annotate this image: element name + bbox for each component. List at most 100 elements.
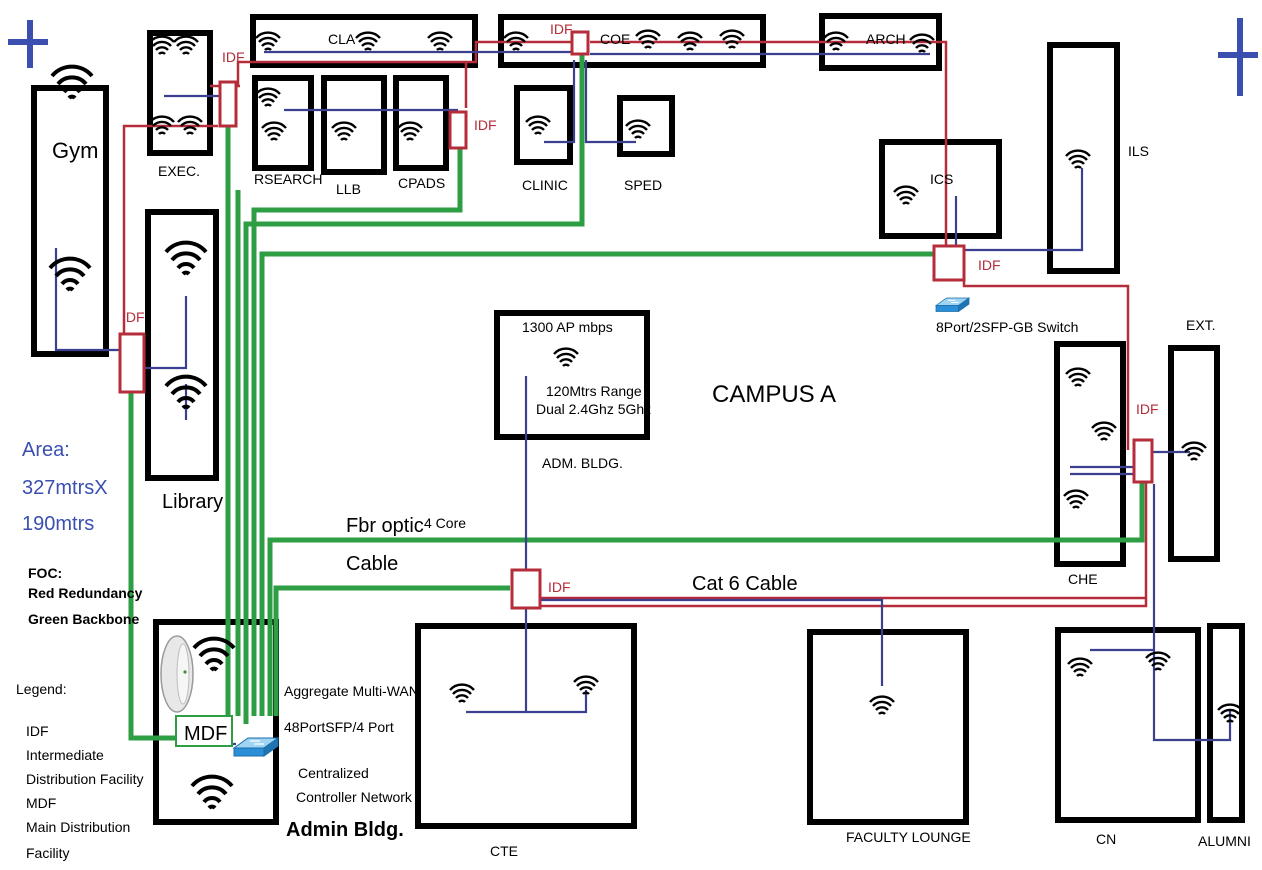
ap-controller-device-icon	[160, 635, 194, 713]
idf-label-adm: IDF	[548, 579, 571, 595]
coe-label: COE	[600, 31, 630, 47]
llb-building	[321, 75, 387, 175]
wifi-icon	[624, 119, 652, 140]
cn-label: CN	[1096, 831, 1116, 847]
idf-box-adm	[510, 568, 542, 610]
redundancy-fiber	[122, 40, 1148, 608]
che-label: CHE	[1068, 571, 1098, 587]
wifi-icon	[448, 683, 476, 704]
wifi-icon	[260, 121, 288, 142]
cla-building	[250, 14, 478, 68]
admin-building	[153, 619, 279, 825]
sped-building	[617, 95, 675, 157]
idf-label-che: IDF	[1136, 401, 1159, 417]
wifi-icon	[868, 695, 896, 716]
mdf-note-2: 48PortSFP/4 Port	[284, 719, 394, 735]
clinic-building	[514, 85, 573, 165]
wifi-icon	[1090, 421, 1118, 442]
fiber-label-1: Fbr optic	[346, 515, 424, 537]
idf-label-exec: IDF	[222, 49, 245, 65]
wifi-icon	[1064, 149, 1092, 170]
che-building	[1054, 341, 1126, 567]
exec-building	[147, 30, 213, 156]
library-label: Library	[162, 491, 223, 513]
wifi-icon	[1144, 651, 1172, 672]
wifi-icon	[50, 64, 94, 100]
exec-label: EXEC.	[158, 163, 200, 179]
idf-box-ics	[932, 244, 966, 282]
wifi-icon	[892, 185, 920, 206]
network-switch-icon	[233, 737, 279, 757]
wifi-icon	[254, 87, 282, 108]
ils-building	[1047, 42, 1120, 274]
cla-label: CLA	[328, 31, 356, 47]
idf-boxes	[118, 30, 1154, 610]
legend-line-6: Facility	[26, 845, 70, 861]
research-label: RSEARCH	[254, 171, 322, 187]
clinic-label: CLINIC	[522, 177, 568, 193]
alumni-label: ALUMNI	[1198, 833, 1251, 849]
faculty-lounge-building	[807, 629, 969, 825]
idf-box-gym	[118, 332, 146, 394]
mdf-note-4: Controller Network	[296, 789, 413, 805]
wifi-icon	[718, 29, 746, 50]
research-building	[252, 75, 314, 171]
ext-building	[1168, 345, 1220, 562]
fiber-label-2: Cable	[346, 553, 398, 575]
plus-icon	[8, 20, 48, 68]
idf-box-exec	[218, 80, 238, 128]
legend-line-3: Distribution Facility	[26, 771, 143, 787]
fiber-core-label: 4 Core	[424, 515, 466, 531]
wifi-icon	[1064, 367, 1092, 388]
idf-box-che	[1132, 438, 1154, 484]
ap-spec-line1: 1300 AP mbps	[522, 319, 613, 335]
gym-label: Gym	[52, 138, 98, 163]
gym-building	[31, 85, 109, 357]
cn-building	[1055, 627, 1201, 823]
ics-label: ICS	[930, 171, 953, 187]
alumni-building	[1207, 623, 1245, 823]
foc-heading: FOC:	[28, 565, 62, 581]
mdf-label: MDF	[184, 723, 227, 745]
wifi-icon	[164, 240, 208, 276]
legend-line-2: Intermediate	[26, 747, 104, 763]
cat6-lines	[54, 50, 1232, 746]
library-building	[145, 209, 219, 481]
cat6-label: Cat 6 Cable	[692, 573, 798, 595]
cpads-label: CPADS	[398, 175, 445, 191]
ap-spec-line2: 120Mtrs Range	[546, 383, 642, 399]
wifi-icon	[426, 31, 454, 52]
cte-label: CTE	[490, 843, 518, 859]
mdf-note-1: Aggregate Multi-WAN	[284, 683, 419, 699]
idf-label-coe: IDF	[550, 21, 573, 37]
mdf-box	[175, 715, 233, 747]
adm-building	[494, 310, 650, 440]
wifi-icon	[330, 121, 358, 142]
area-line3: 190mtrs	[22, 513, 94, 535]
mdf-note-3: Centralized	[298, 765, 369, 781]
arch-label: ARCH	[866, 31, 906, 47]
legend-line-4: MDF	[26, 795, 56, 811]
idf-label-cpads: IDF	[474, 117, 497, 133]
llb-label: LLB	[336, 181, 361, 197]
wifi-icon	[908, 33, 936, 54]
backbone-fiber	[128, 42, 1145, 741]
adm-label: ADM. BLDG.	[542, 455, 623, 471]
wifi-icon	[1066, 657, 1094, 678]
wifi-icon	[1062, 489, 1090, 510]
area-line1: Area:	[22, 439, 70, 461]
wifi-icon	[396, 121, 424, 142]
wifi-icon	[148, 35, 176, 56]
wifi-icon	[634, 29, 662, 50]
faculty-lounge-label: FACULTY LOUNGE	[846, 829, 971, 845]
admin-label: Admin Bldg.	[286, 819, 404, 841]
wifi-icon	[1180, 441, 1208, 462]
sped-label: SPED	[624, 177, 662, 193]
legend-line-5: Main Distribution	[26, 819, 130, 835]
foc-red: Red Redundancy	[28, 585, 143, 601]
wifi-icon	[254, 31, 282, 52]
ap-spec-line3: Dual 2.4Ghz 5Ghz	[536, 401, 651, 417]
idf-box-cpads	[448, 110, 468, 150]
network-switch-icon	[935, 297, 970, 312]
campus-title: CAMPUS A	[712, 381, 836, 408]
